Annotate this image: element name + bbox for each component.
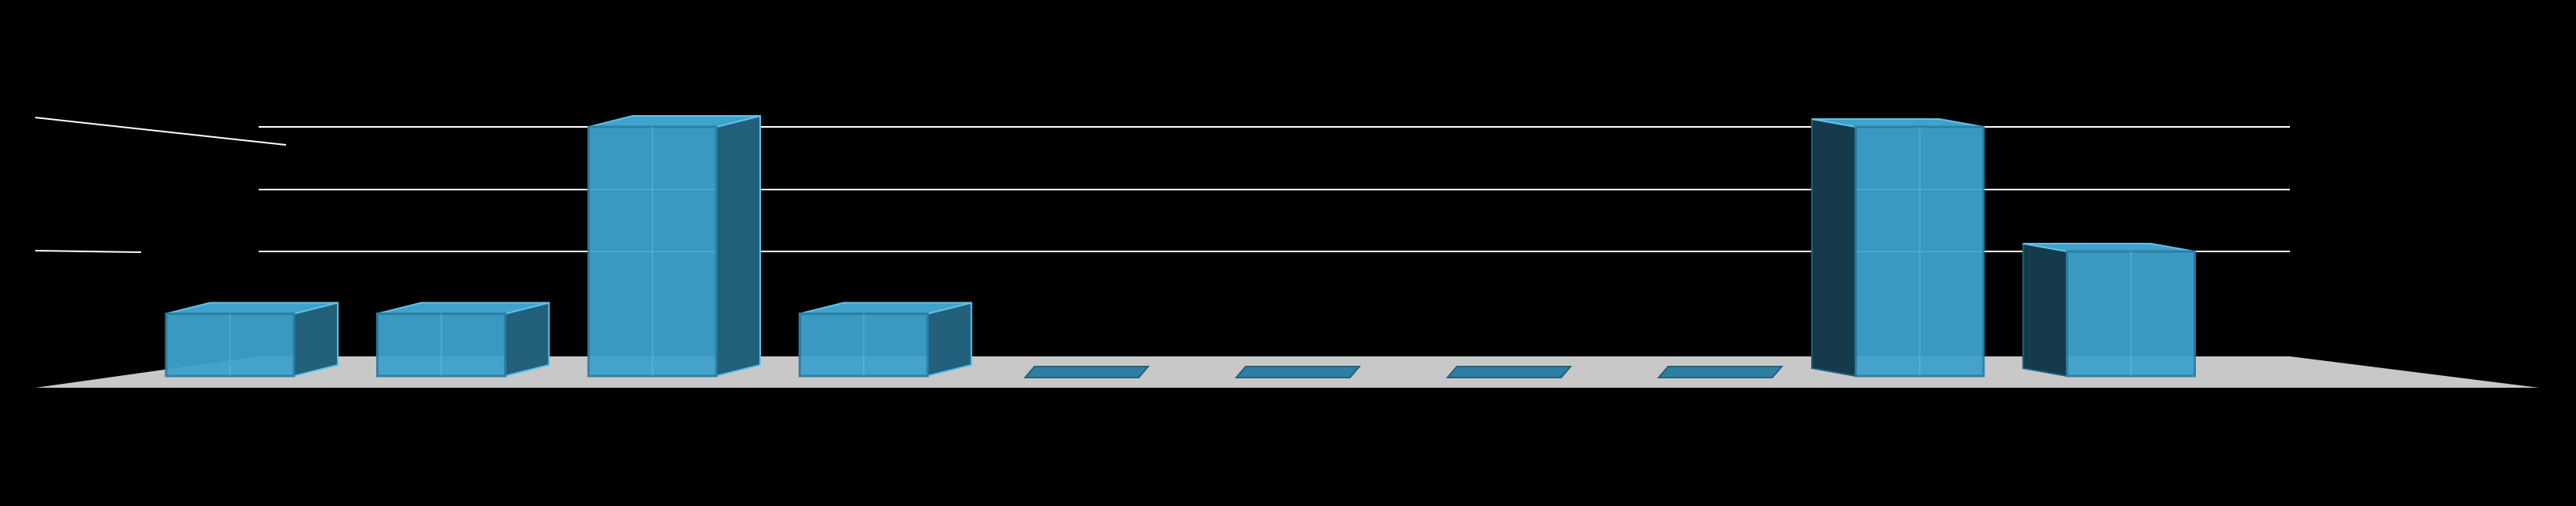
bar-top	[1445, 366, 1573, 378]
bar	[1657, 366, 1784, 378]
bar	[1234, 366, 1361, 378]
bar	[587, 114, 761, 378]
bar-top	[1023, 366, 1150, 378]
bar-side	[504, 302, 550, 378]
bar	[2022, 242, 2196, 378]
bar	[1023, 366, 1150, 378]
bar-side	[1811, 117, 1857, 378]
bar-top	[1234, 366, 1361, 378]
bar	[1445, 366, 1573, 378]
gridline-wall	[34, 250, 142, 253]
bar	[165, 302, 339, 378]
bar-side	[926, 302, 973, 378]
bar	[1811, 117, 1985, 378]
gridline-wall	[34, 117, 287, 146]
bar-top	[1657, 366, 1784, 378]
bar	[799, 302, 973, 378]
bar-side	[716, 114, 761, 378]
bar-side	[2022, 242, 2068, 378]
bar	[376, 302, 550, 378]
bar-side	[293, 302, 339, 378]
bar-layer	[165, 114, 2196, 378]
